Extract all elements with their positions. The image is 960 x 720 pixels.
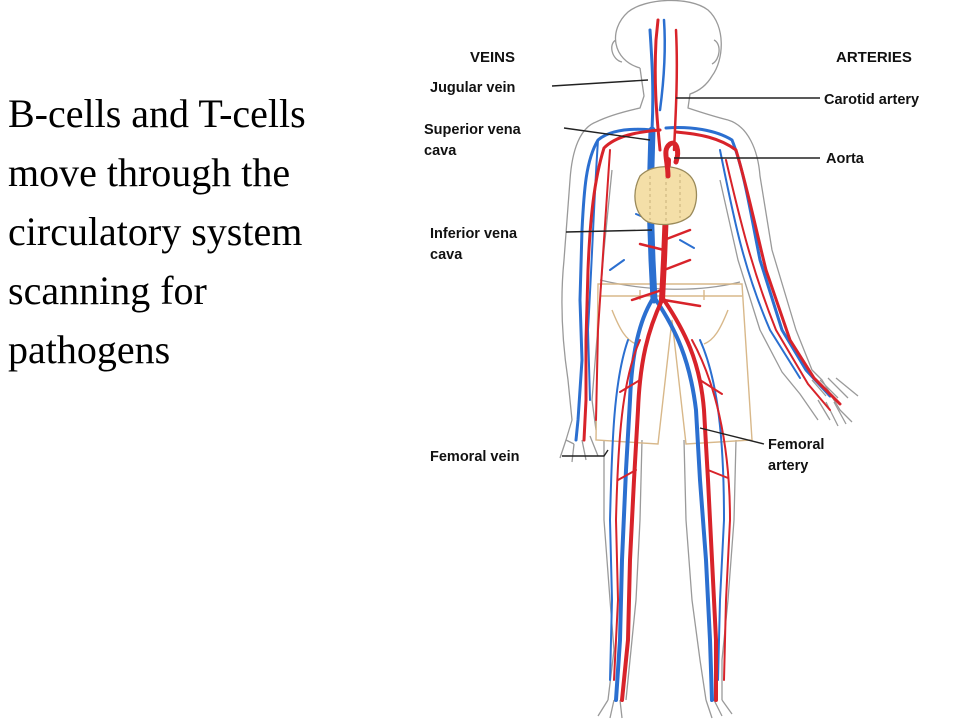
- slide-body-text: B-cells and T-cells move through the cir…: [8, 84, 388, 379]
- leader-lines: [551, 79, 820, 457]
- label-superior-vena-cava: cava: [424, 143, 457, 159]
- veins-header: VEINS: [470, 49, 515, 66]
- shorts-outline: [595, 283, 753, 445]
- veins-network: [574, 18, 832, 702]
- body-text-line: pathogens: [8, 327, 171, 372]
- body-text-line: circulatory system: [8, 209, 303, 254]
- label-femoral-vein: Femoral vein: [430, 449, 519, 465]
- label-superior-vena-cava: Superior vena: [424, 122, 522, 138]
- arteries-header: ARTERIES: [836, 49, 912, 66]
- body-text-line: B-cells and T-cells: [8, 91, 306, 136]
- label-aorta: Aorta: [826, 151, 865, 167]
- label-femoral-artery: artery: [768, 458, 808, 474]
- label-carotid-artery: Carotid artery: [824, 92, 919, 108]
- label-jugular-vein: Jugular vein: [430, 80, 515, 96]
- label-inferior-vena-cava: Inferior vena: [430, 226, 518, 242]
- label-inferior-vena-cava: cava: [430, 247, 463, 263]
- label-femoral-artery: Femoral: [768, 437, 824, 453]
- body-outline: [559, 0, 859, 719]
- body-text-line: move through the: [8, 150, 291, 195]
- body-text-line: scanning for: [8, 268, 207, 313]
